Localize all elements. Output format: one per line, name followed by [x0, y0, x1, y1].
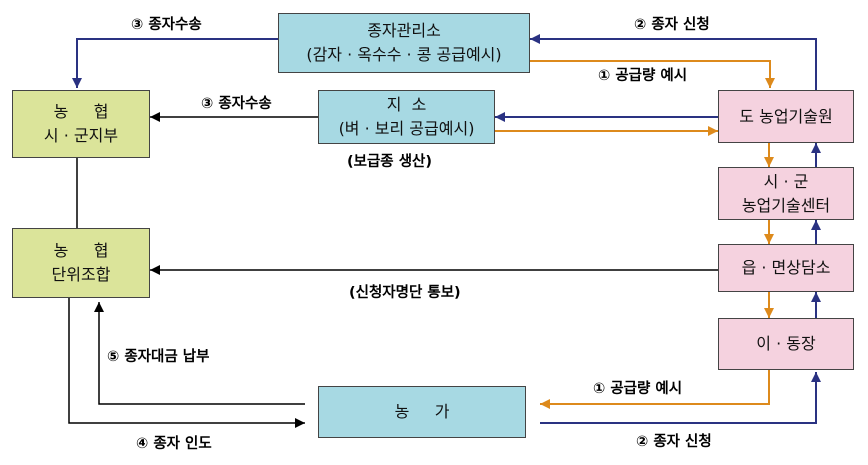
provincial-agri-institute-title: 도 농업기술원 — [739, 106, 833, 126]
town-consultation-office-title: 읍 · 면상담소 — [741, 258, 831, 277]
village-head-title: 이 · 동장 — [756, 334, 816, 353]
nh-city-branch-subtitle: 시 · 군지부 — [43, 126, 119, 145]
branch-office: 지 소 (벼 · 보리 공급예시) — [318, 90, 495, 144]
farm-household: 농 가 — [318, 386, 526, 438]
seed-management-office-note: (감자 · 옥수수 · 콩 공급예시) — [306, 45, 502, 64]
provincial-agri-institute: 도 농업기술원 — [718, 90, 854, 143]
nh-unit-cooperative-title: 농 협 — [53, 241, 109, 260]
arrow-seed-delivery — [68, 298, 305, 428]
label-seed-payment: ⑤ 종자대금 납부 — [107, 349, 210, 365]
label-seed-transport-mid: ③ 종자수송 — [201, 96, 272, 112]
city-agri-center-line1: 시 · 군 — [763, 171, 809, 191]
town-consultation-office: 읍 · 면상담소 — [718, 244, 854, 292]
nh-city-branch: 농 협 시 · 군지부 — [12, 90, 150, 158]
branch-office-title: 지 소 — [386, 95, 427, 114]
nh-city-branch-title: 농 협 — [53, 102, 109, 121]
arrow-seed-apply-bottom — [540, 372, 821, 424]
arrow-seed-payment — [94, 302, 305, 405]
seed-management-office: 종자관리소 (감자 · 옥수수 · 콩 공급예시) — [278, 13, 530, 73]
arrow-seed-transport-top — [72, 38, 278, 88]
branch-office-note: (벼 · 보리 공급예시) — [338, 119, 475, 138]
label-seed-transport-top: ③ 종자수송 — [131, 17, 202, 33]
nh-unit-cooperative: 농 협 단위조합 — [12, 228, 150, 298]
label-supply-notice-bottom: ① 공급량 예시 — [593, 381, 683, 397]
seed-management-office-title: 종자관리소 — [367, 21, 441, 40]
arrow-supply-notice-bottom — [540, 370, 770, 409]
city-agri-center-line2: 농업기술센터 — [741, 195, 831, 215]
arrow-seed-apply-top — [530, 34, 817, 90]
label-seed-delivery: ④ 종자 인도 — [136, 436, 212, 452]
label-applicant-list: (신청자명단 통보) — [349, 285, 461, 301]
label-supply-notice-top: ① 공급량 예시 — [598, 68, 688, 84]
label-seed-apply-bottom: ② 종자 신청 — [636, 434, 712, 450]
label-seed-apply-top: ② 종자 신청 — [634, 17, 710, 33]
arrow-supply-notice-top — [530, 60, 775, 88]
nh-unit-cooperative-subtitle: 단위조합 — [51, 265, 111, 284]
label-breeding-production: (보급종 생산) — [347, 154, 433, 170]
village-head: 이 · 동장 — [718, 318, 854, 370]
city-agri-center: 시 · 군 농업기술센터 — [718, 167, 854, 220]
farm-household-title: 농 가 — [394, 402, 450, 421]
